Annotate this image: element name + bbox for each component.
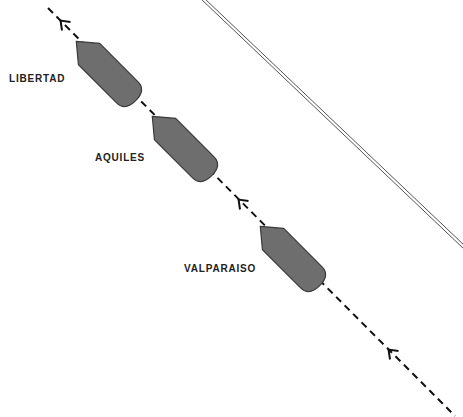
ship-silhouette [66, 31, 147, 112]
ship-name: VALPARAISO [183, 263, 257, 275]
ship-name: LIBERTAD [8, 73, 66, 85]
ship-silhouette [250, 216, 331, 297]
ship-silhouette [142, 106, 223, 187]
shore-line [204, 0, 463, 246]
shore-line [200, 0, 463, 250]
course-arrow [56, 16, 70, 30]
course-arrow [384, 345, 398, 359]
ship-name: AQUILES [94, 152, 146, 164]
course-line [48, 8, 455, 416]
course-arrow [234, 195, 248, 209]
